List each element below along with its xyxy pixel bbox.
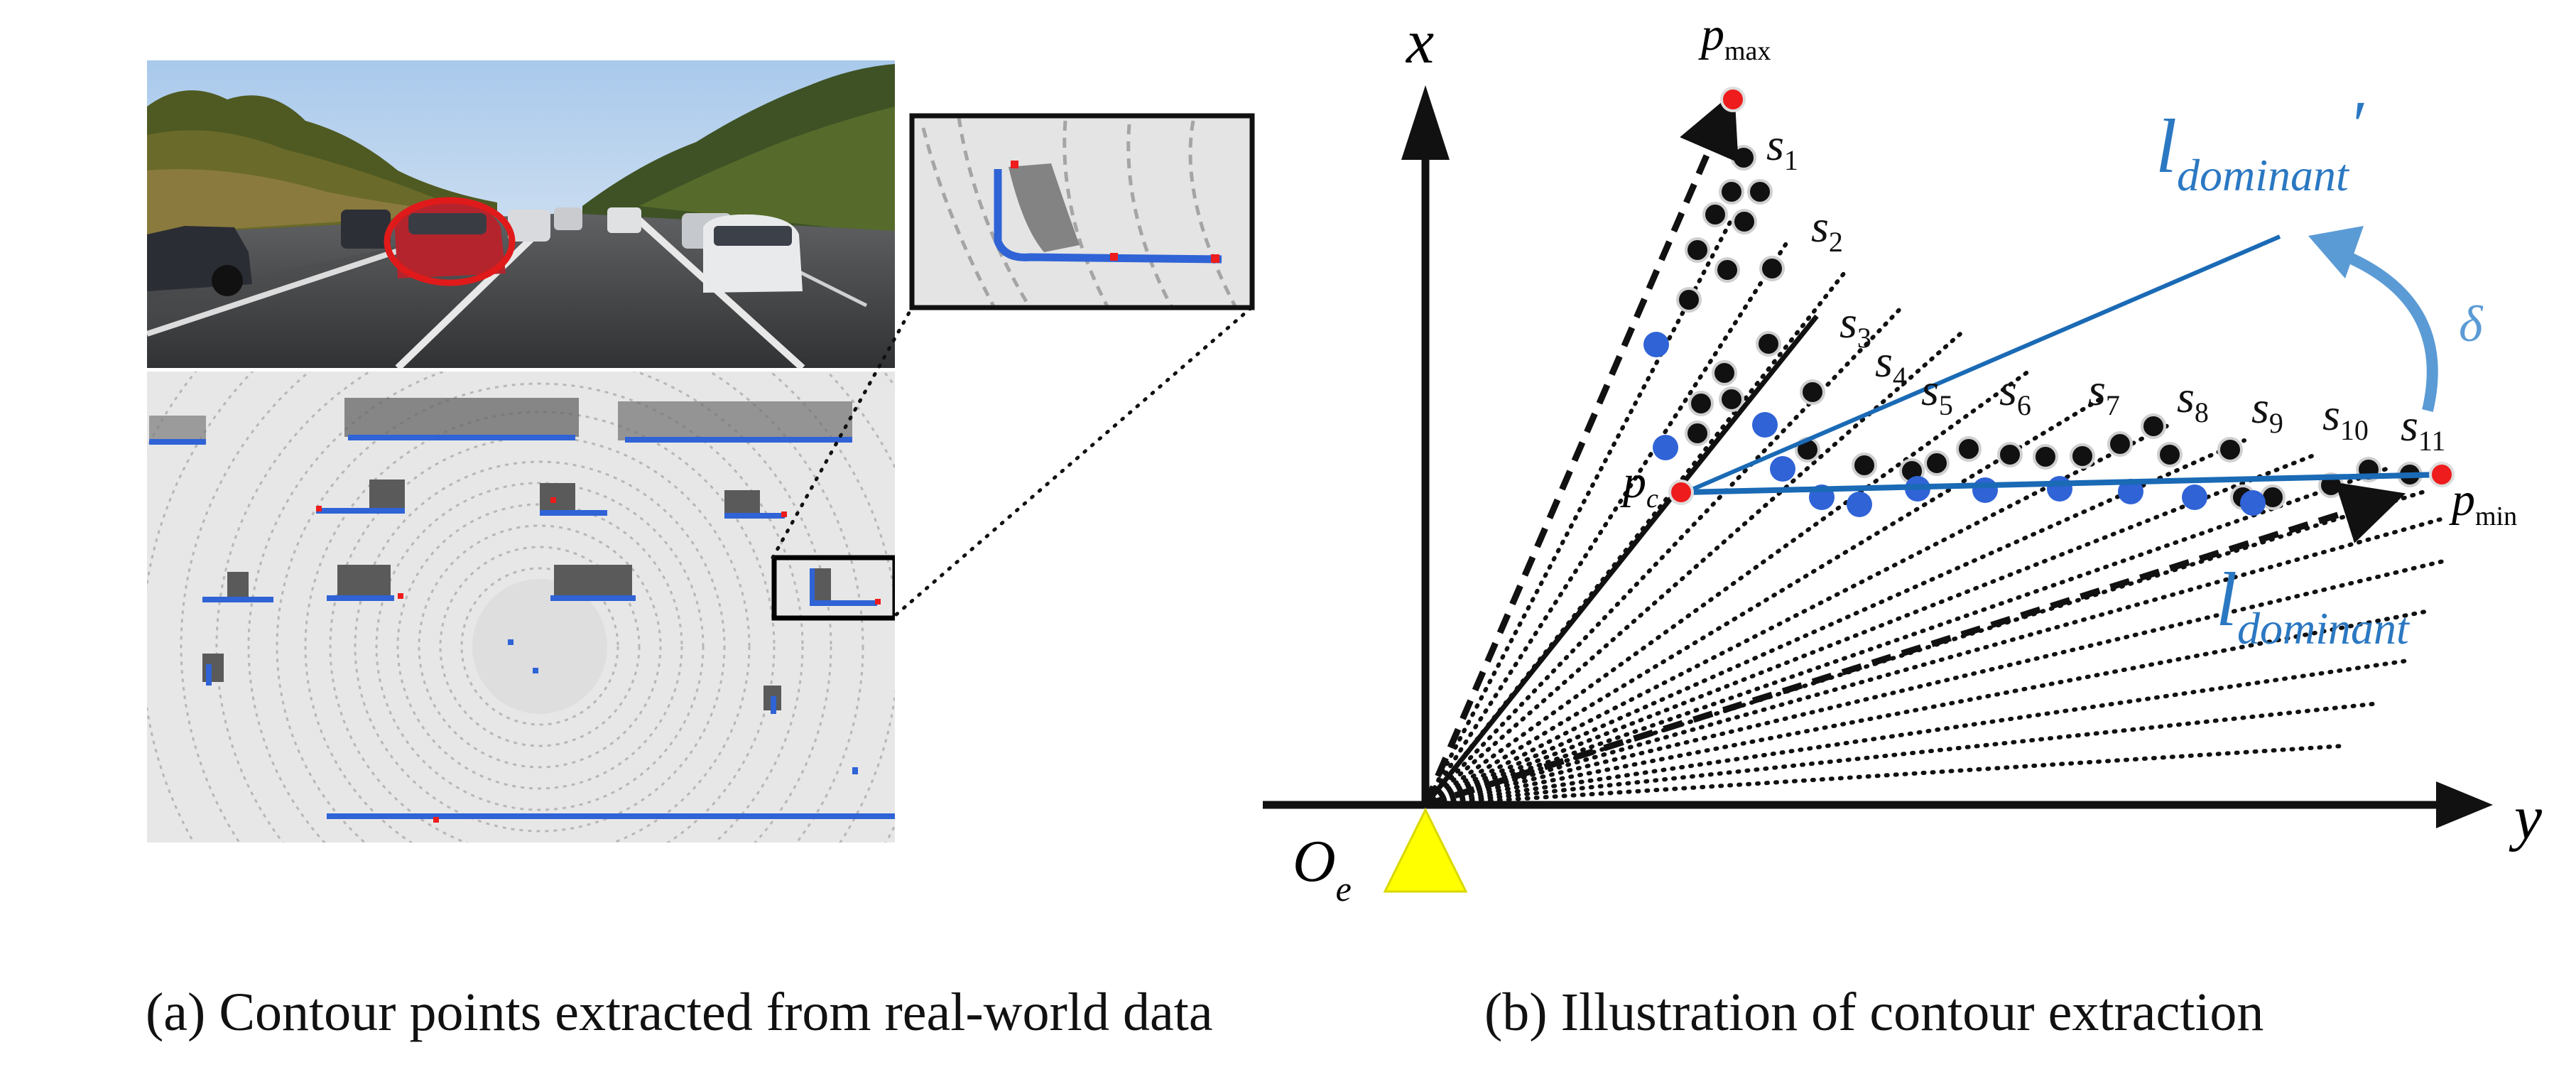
contour-point-black bbox=[2033, 444, 2058, 470]
pc-label: pc bbox=[1620, 456, 1658, 514]
sector-boundary-line bbox=[1423, 659, 2410, 807]
contour-point-black bbox=[2070, 443, 2095, 469]
sector-boundary-line bbox=[1423, 559, 2445, 807]
curved-arrow-icon bbox=[2308, 226, 2364, 278]
y-axis-arrowhead bbox=[2436, 781, 2493, 828]
sector-boundary-line bbox=[1423, 396, 2104, 807]
rotation-arc bbox=[2335, 247, 2438, 412]
contour-point-black bbox=[1676, 287, 1702, 313]
pmin-label: pmin bbox=[2449, 474, 2517, 531]
caption-b: (b) Illustration of contour extraction bbox=[1484, 982, 2263, 1042]
contour-points bbox=[1643, 145, 2423, 517]
sector-boundary-line bbox=[1423, 438, 2246, 807]
pc-ray bbox=[1423, 314, 1819, 807]
pmin-point bbox=[2429, 462, 2455, 487]
sector-label: s11 bbox=[2401, 400, 2445, 457]
lidar-scan-image bbox=[147, 372, 895, 843]
l-dominant-line bbox=[1685, 472, 2442, 495]
contour-point-blue bbox=[2182, 484, 2207, 510]
contour-point-black bbox=[1956, 436, 1982, 462]
contour-extraction-diagram: x y Oe pmax pc pmin ldominant′ ldominant… bbox=[1263, 8, 2543, 909]
origin-label: Oe bbox=[1293, 828, 1352, 909]
caption-a: (a) Contour points extracted from real-w… bbox=[146, 982, 1213, 1042]
contour-point-blue bbox=[2240, 490, 2266, 516]
contour-point-black bbox=[1997, 442, 2023, 467]
l-dominant-label: ldominant bbox=[2216, 558, 2411, 654]
contour-point-blue bbox=[1972, 477, 1998, 503]
zoom-connector-left bbox=[771, 305, 914, 560]
delta-label: δ bbox=[2459, 296, 2484, 352]
contour-point-blue bbox=[1752, 412, 1778, 438]
l-dominant-prime-label: ldominant′ bbox=[2156, 87, 2365, 200]
highlight-ellipse bbox=[384, 197, 516, 286]
sector-label: s2 bbox=[1811, 201, 1843, 258]
zoom-inset bbox=[909, 113, 1255, 310]
contour-point-blue bbox=[2047, 476, 2072, 502]
contour-point-blue bbox=[1643, 332, 1669, 357]
sector-label: s7 bbox=[2088, 364, 2120, 421]
pmax-ray bbox=[1422, 91, 1739, 806]
contour-point-black bbox=[1800, 379, 1825, 405]
sector-boundary-line bbox=[1423, 236, 1792, 807]
contour-point-black bbox=[1924, 450, 1950, 476]
contour-point-black bbox=[1852, 453, 1877, 478]
pmax-point bbox=[1720, 87, 1746, 112]
contour-point-black bbox=[1759, 256, 1785, 281]
contour-point-black bbox=[1688, 391, 1714, 416]
sector-boundary-line bbox=[1423, 744, 2346, 807]
contour-point-black bbox=[2157, 442, 2183, 467]
contour-point-black bbox=[1714, 257, 1740, 283]
sector-boundary-line bbox=[1423, 453, 2317, 807]
contour-point-black bbox=[2141, 413, 2166, 439]
sector-label: s9 bbox=[2251, 382, 2283, 439]
zoom-source-box bbox=[771, 555, 895, 621]
contour-point-blue bbox=[1653, 435, 1678, 460]
sector-boundary-line bbox=[1423, 215, 1735, 807]
sector-label: s10 bbox=[2322, 389, 2369, 446]
contour-point-black bbox=[1685, 237, 1710, 263]
camera-image bbox=[147, 60, 895, 368]
sector-boundary-line bbox=[1423, 701, 2381, 807]
contour-point-black bbox=[1702, 202, 1728, 227]
contour-point-black bbox=[1756, 331, 1781, 357]
contour-point-black bbox=[1719, 386, 1744, 412]
sector-label: s3 bbox=[1839, 297, 1871, 354]
contour-point-black bbox=[1719, 179, 1744, 205]
contour-point-black bbox=[1712, 360, 1737, 386]
l-dominant-prime-line bbox=[1684, 234, 2281, 494]
pmin-ray bbox=[1424, 482, 2406, 808]
sector-boundary-lines bbox=[1423, 215, 2445, 807]
sector-label: s1 bbox=[1766, 119, 1798, 176]
sector-boundary-line bbox=[1423, 367, 2033, 807]
axis-y-label: y bbox=[2509, 784, 2543, 852]
contour-point-black bbox=[2107, 431, 2133, 457]
contour-point-black bbox=[1685, 421, 1710, 446]
contour-point-blue bbox=[1847, 492, 1872, 517]
triangle-sensor-icon bbox=[1383, 807, 1468, 893]
contour-point-black bbox=[1731, 145, 1756, 170]
sector-boundary-line bbox=[1423, 516, 2445, 807]
sector-boundary-line bbox=[1423, 609, 2431, 807]
contour-point-black bbox=[1732, 209, 1757, 234]
pc-point bbox=[1668, 480, 1694, 505]
contour-point-blue bbox=[2118, 479, 2143, 504]
sector-boundary-line bbox=[1423, 467, 2388, 807]
sector-label: s8 bbox=[2177, 372, 2209, 428]
x-axis-arrowhead bbox=[1401, 85, 1450, 160]
contour-point-blue bbox=[1770, 456, 1795, 482]
axis-x-label: x bbox=[1405, 8, 1434, 77]
sector-label: s5 bbox=[1921, 364, 1953, 421]
pmax-label: pmax bbox=[1698, 9, 1771, 66]
contour-point-black bbox=[1747, 179, 1773, 205]
sector-label: s6 bbox=[1999, 364, 2031, 421]
zoom-connector-right bbox=[894, 305, 1254, 617]
sector-label: s4 bbox=[1875, 336, 1907, 393]
contour-point-black bbox=[2217, 437, 2243, 462]
